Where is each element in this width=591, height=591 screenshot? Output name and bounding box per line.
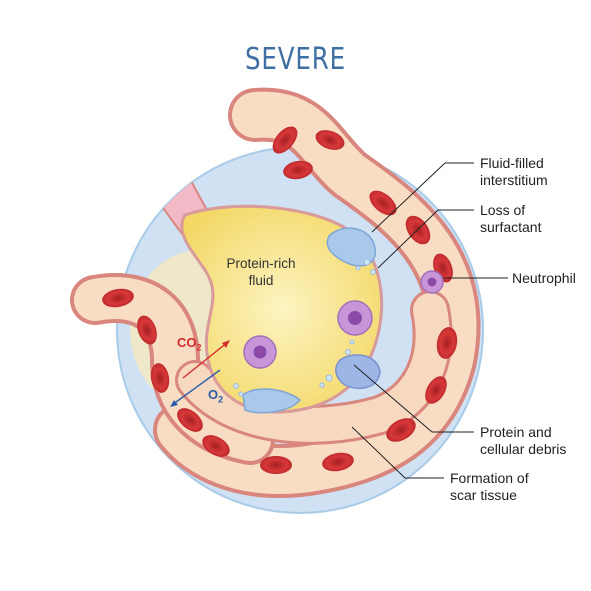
rbc [202,435,230,457]
callout-debris: Protein and cellular debris [480,424,566,458]
callout-scar-line2: scar tissue [450,487,517,503]
leader-scar [351,426,406,479]
rbc [425,376,447,404]
callout-neutrophil: Neutrophil [512,270,576,287]
callout-fluid-filled-line2: interstitium [480,172,548,188]
rbc [260,456,292,474]
rbc [102,288,134,308]
alveolar-cells [242,227,381,414]
co2-sub: 2 [196,342,202,353]
callout-surfactant-line1: Loss of [480,202,526,218]
callout-debris-line2: cellular debris [480,441,567,457]
o2-arrow [171,369,221,406]
callout-scar: Formation of scar tissue [450,470,529,504]
debris-cluster [335,354,381,389]
o2-main: O [208,387,219,402]
rbc [436,327,458,359]
rbc [386,418,416,442]
callout-lines [351,162,508,479]
rbc [137,315,157,345]
rbc [272,126,298,154]
callout-surfactant-line2: surfactant [480,219,542,235]
leader-surfactant [377,209,439,269]
neutrophils [243,270,444,369]
rbc [177,408,203,432]
page-title: SEVERE [244,42,347,77]
callout-scar-line1: Formation of [450,470,529,486]
fluid-label-line1: Protein-rich [226,256,296,271]
gas-exchange-arrows [170,340,230,407]
o2-sub: 2 [218,394,224,405]
protein-rich-fluid [180,204,384,414]
surfactant-droplets [233,258,376,397]
rbc [315,130,345,150]
leader-debris [353,364,433,433]
callout-fluid-filled: Fluid-filled interstitium [480,155,548,189]
callout-neutrophil-line1: Neutrophil [512,270,576,286]
red-blood-cells [102,126,458,474]
type-cell-lower [242,388,302,414]
co2-label: CO2 [177,335,202,353]
protein-rich-fluid-label: Protein-rich fluid [211,255,311,289]
rbc [150,363,170,393]
callout-debris-line1: Protein and [480,424,552,440]
rbc [369,190,397,216]
o2-label: O2 [208,387,223,405]
callout-fluid-filled-line1: Fluid-filled [480,155,544,171]
rbc [283,160,313,180]
leader-fluid-filled [371,162,446,233]
fluid-label-line2: fluid [248,273,274,288]
callout-surfactant: Loss of surfactant [480,202,541,236]
co2-arrow [182,341,229,379]
rbc [322,452,354,472]
co2-main: CO [177,335,197,350]
